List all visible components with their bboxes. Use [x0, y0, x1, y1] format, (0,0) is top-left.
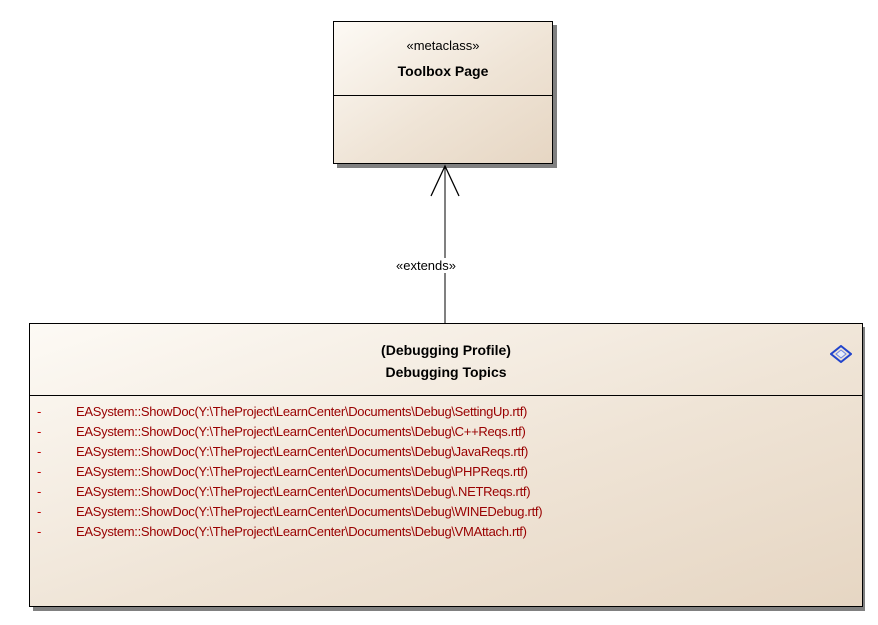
profile-class-divider	[30, 395, 862, 396]
operation-text: EASystem::ShowDoc(Y:\TheProject\LearnCen…	[76, 424, 526, 439]
operation-row[interactable]: - EASystem::ShowDoc(Y:\TheProject\LearnC…	[30, 422, 862, 442]
operation-text: EASystem::ShowDoc(Y:\TheProject\LearnCen…	[76, 504, 543, 519]
operation-visibility: -	[37, 464, 42, 479]
operation-text: EASystem::ShowDoc(Y:\TheProject\LearnCen…	[76, 524, 527, 539]
operation-visibility: -	[37, 424, 42, 439]
operations-list: - EASystem::ShowDoc(Y:\TheProject\LearnC…	[30, 402, 862, 542]
operation-visibility: -	[37, 524, 42, 539]
operation-visibility: -	[37, 444, 42, 459]
profile-name: (Debugging Profile)	[381, 342, 511, 358]
metaclass-name: Toolbox Page	[397, 63, 489, 79]
extends-arrowhead	[430, 164, 460, 197]
operation-row[interactable]: - EASystem::ShowDoc(Y:\TheProject\LearnC…	[30, 502, 862, 522]
operation-row[interactable]: - EASystem::ShowDoc(Y:\TheProject\LearnC…	[30, 482, 862, 502]
operation-text: EASystem::ShowDoc(Y:\TheProject\LearnCen…	[76, 404, 528, 419]
debugging-topics-class[interactable]: (Debugging Profile) Debugging Topics - E…	[29, 323, 863, 607]
operation-row[interactable]: - EASystem::ShowDoc(Y:\TheProject\LearnC…	[30, 522, 862, 542]
operation-row[interactable]: - EASystem::ShowDoc(Y:\TheProject\LearnC…	[30, 442, 862, 462]
operation-visibility: -	[37, 404, 42, 419]
operation-text: EASystem::ShowDoc(Y:\TheProject\LearnCen…	[76, 444, 529, 459]
metaclass-stereotype: «metaclass»	[406, 38, 480, 53]
stereotype-diamond-icon	[830, 345, 852, 363]
operation-row[interactable]: - EASystem::ShowDoc(Y:\TheProject\LearnC…	[30, 402, 862, 422]
operation-text: EASystem::ShowDoc(Y:\TheProject\LearnCen…	[76, 464, 528, 479]
extends-label: «extends»	[396, 258, 456, 273]
operation-visibility: -	[37, 484, 42, 499]
class-name: Debugging Topics	[385, 364, 507, 380]
metaclass-toolbox-page[interactable]: «metaclass» Toolbox Page	[333, 21, 553, 164]
metaclass-divider	[334, 95, 552, 96]
operation-visibility: -	[37, 504, 42, 519]
operation-row[interactable]: - EASystem::ShowDoc(Y:\TheProject\LearnC…	[30, 462, 862, 482]
operation-text: EASystem::ShowDoc(Y:\TheProject\LearnCen…	[76, 484, 531, 499]
